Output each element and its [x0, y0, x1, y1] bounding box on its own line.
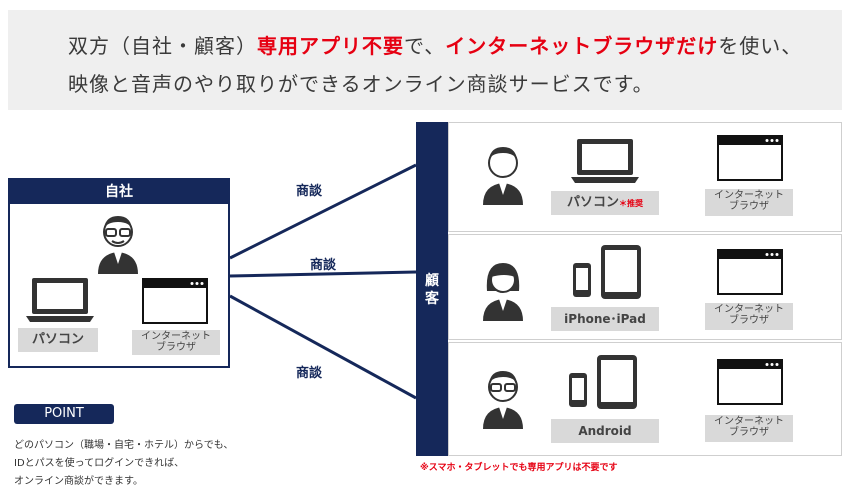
self-browser-label-line1: インターネット	[141, 331, 211, 342]
person-glasses-icon	[483, 371, 523, 429]
customer-browser-label-android-line2: ブラウザ	[729, 427, 769, 438]
customer-title: 顧 客	[416, 272, 448, 308]
header-line-1: 双方（自社・顧客）専用アプリ不要で、インターネットブラウザだけを使い、	[68, 30, 802, 59]
customer-browser-label-pc-line1: インターネット	[714, 190, 784, 201]
point-text-line-1: どのパソコン（職場・自宅・ホテル）からでも、	[14, 440, 234, 451]
person-male-icon	[483, 147, 523, 205]
customer-browser-label-ios: インターネット ブラウザ	[705, 303, 793, 330]
customer-title-char-1: 顧	[425, 273, 439, 289]
header-emphasis-2: インターネットブラウザだけ	[445, 34, 719, 58]
connection-line-1	[229, 163, 417, 260]
browser-window-icon	[717, 359, 783, 405]
header-text-b: で、	[404, 34, 446, 58]
customer-browser-label-pc-line2: ブラウザ	[729, 201, 769, 212]
customer-device-name-pc: パソコン	[566, 195, 619, 210]
self-browser-label: インターネット ブラウザ	[132, 330, 220, 355]
header-line-2: 映像と音声のやり取りができるオンライン商談サービスです。	[68, 72, 654, 96]
customer-title-char-2: 客	[425, 291, 439, 307]
customer-browser-label-android: インターネット ブラウザ	[705, 415, 793, 442]
recommended-note: ＊推奨	[619, 199, 643, 208]
laptop-icon	[571, 139, 639, 183]
person-female-icon	[483, 263, 523, 321]
person-glasses-icon	[98, 216, 138, 274]
connection-label-1: 商談	[296, 184, 323, 199]
connection-label-3: 商談	[296, 366, 323, 381]
connection-line-3	[229, 294, 417, 400]
header-text-a: 双方（自社・顧客）	[68, 34, 257, 58]
browser-window-icon	[717, 135, 783, 181]
browser-window-icon	[717, 249, 783, 295]
customer-bar: 顧 客	[416, 122, 448, 456]
laptop-icon	[26, 278, 94, 322]
self-browser-label-line2: ブラウザ	[156, 342, 196, 353]
header-text-c: を使い、	[718, 34, 803, 58]
customer-row-ios: iPhone･iPad インターネット ブラウザ	[448, 234, 842, 340]
point-text-line-3: オンライン商談ができます。	[14, 476, 143, 487]
footnote: ※スマホ・タブレットでも専用アプリは不要です	[420, 463, 618, 473]
customer-browser-label-ios-line2: ブラウザ	[729, 315, 769, 326]
self-company-title: 自社	[10, 180, 228, 204]
customer-row-pc: パソコン＊推奨 インターネット ブラウザ	[448, 122, 842, 232]
point-text-line-2: IDとパスを使ってログインできれば、	[14, 458, 185, 469]
customer-browser-label-ios-line1: インターネット	[714, 304, 784, 315]
customer-device-label-android: Android	[551, 419, 659, 443]
customer-row-android: Android インターネット ブラウザ	[448, 342, 842, 456]
connection-label-2: 商談	[310, 258, 337, 273]
phone-tablet-icon	[569, 355, 637, 409]
customer-device-label-pc: パソコン＊推奨	[551, 191, 659, 215]
header-emphasis-1: 専用アプリ不要	[257, 34, 404, 58]
customer-browser-label-android-line1: インターネット	[714, 416, 784, 427]
self-device-label: パソコン	[18, 328, 98, 352]
browser-window-icon	[142, 278, 208, 324]
phone-tablet-icon	[573, 245, 641, 299]
customer-browser-label-pc: インターネット ブラウザ	[705, 189, 793, 216]
self-company-box: 自社 パソコン インターネット ブラウザ	[8, 178, 230, 368]
connection-line-2	[229, 270, 417, 278]
header-banner: 双方（自社・顧客）専用アプリ不要で、インターネットブラウザだけを使い、 映像と音…	[8, 10, 842, 110]
point-badge: POINT	[14, 404, 114, 424]
customer-device-label-ios: iPhone･iPad	[551, 307, 659, 331]
